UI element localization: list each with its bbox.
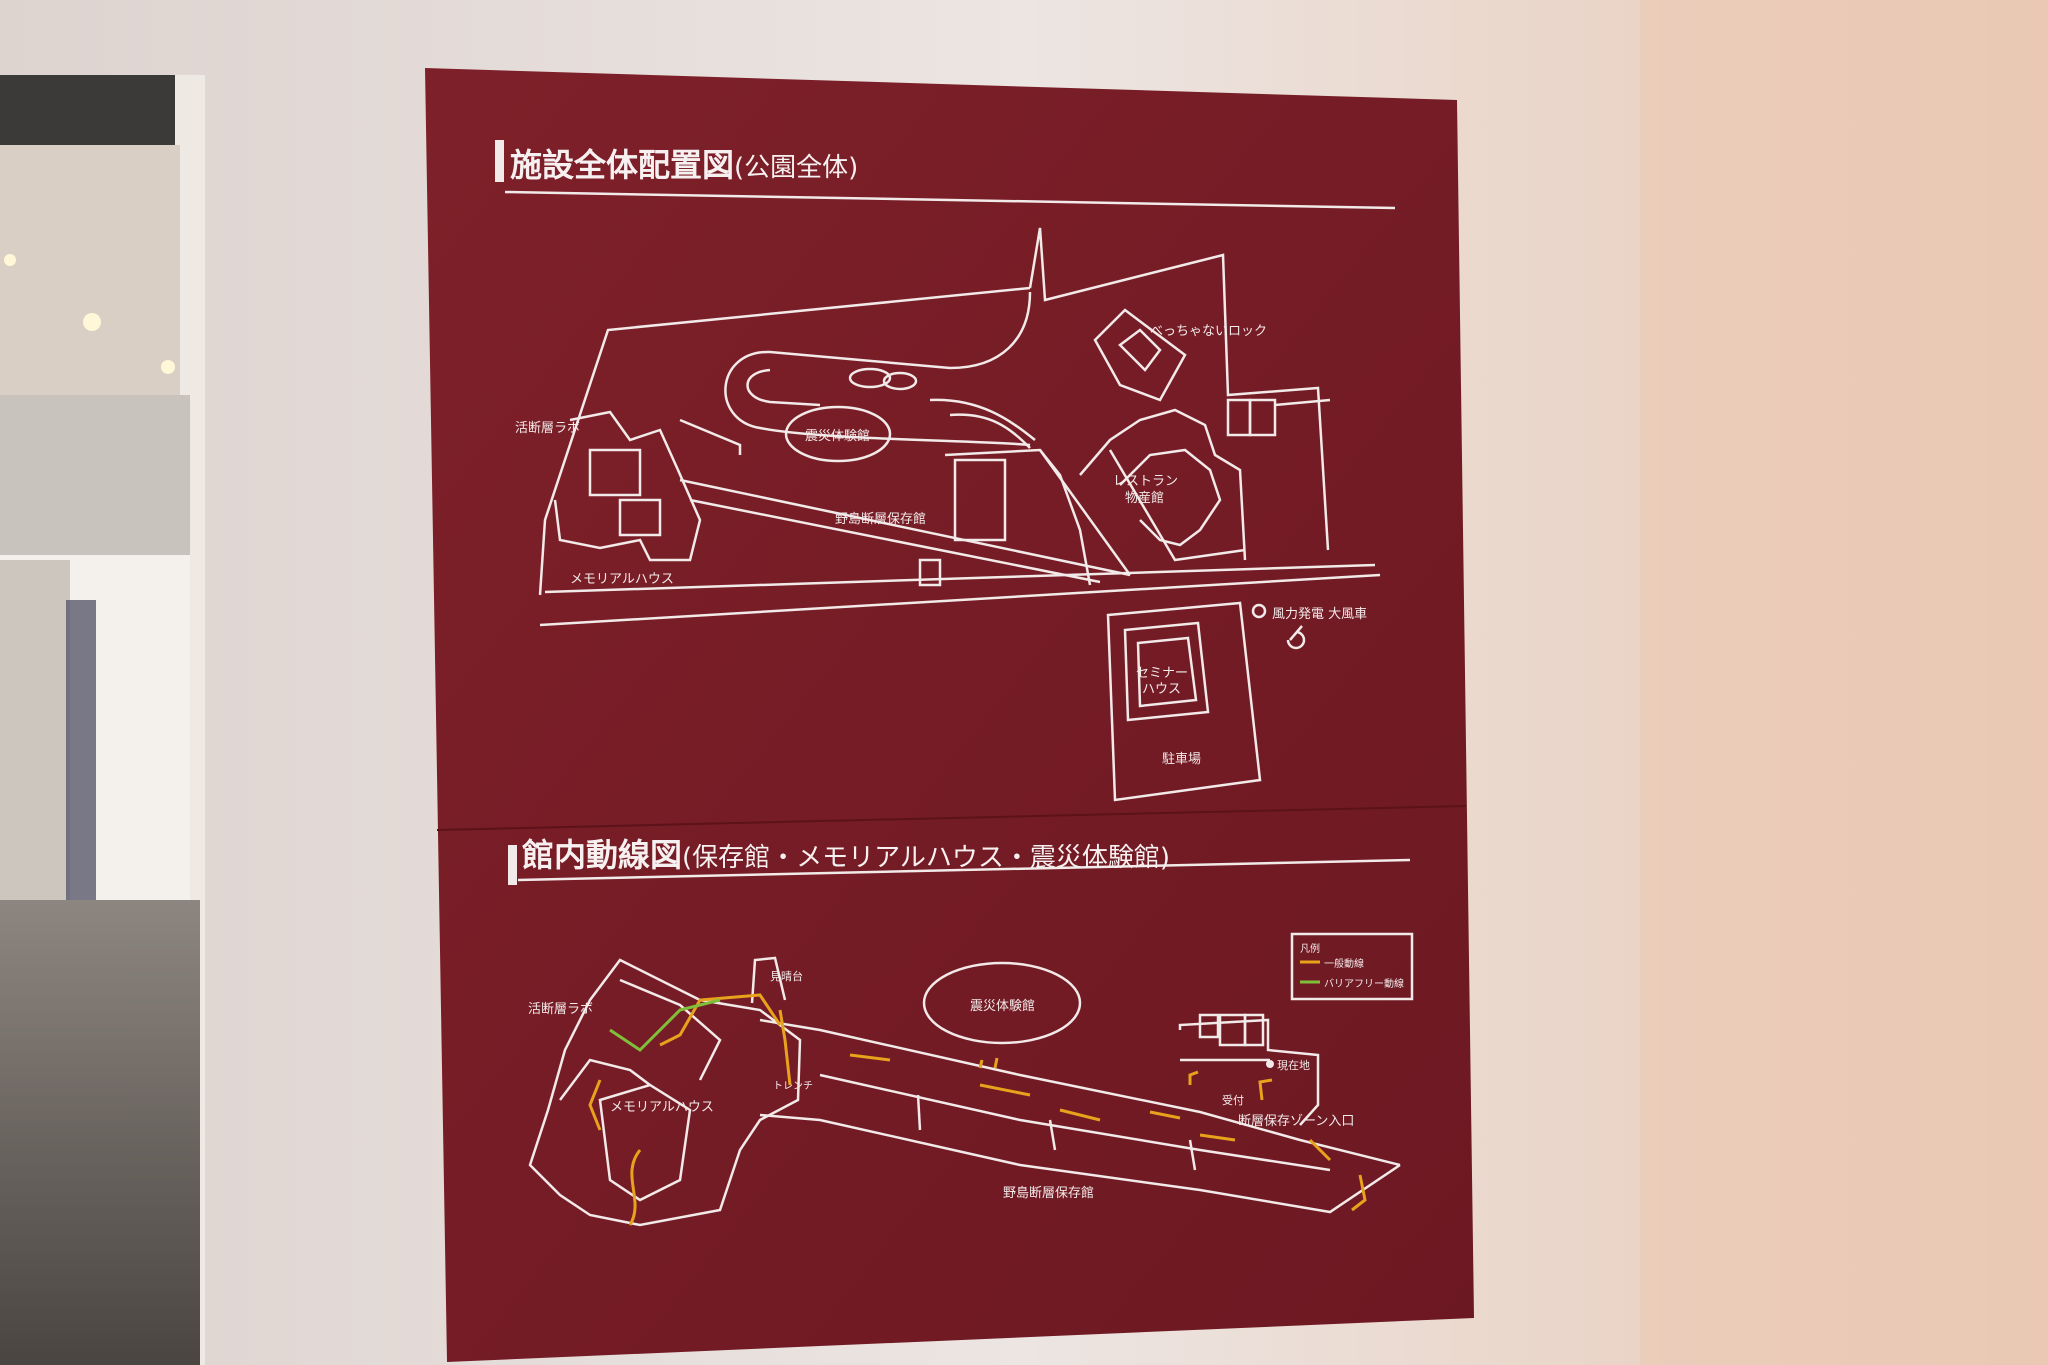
label-parking: 駐車場 (1162, 752, 1202, 767)
site-map-subtitle: (公園全体) (734, 153, 859, 183)
label-trench: トレンチ (773, 1081, 813, 1092)
label-windmill: 風力発電 大風車 (1272, 607, 1368, 622)
label-seminar-2: ハウス (1142, 682, 1182, 697)
label-zone-entrance: 断層保存ゾーン入口 (1238, 1114, 1355, 1129)
label-lookout: 見晴台 (770, 970, 803, 983)
site-map-title-main: 施設全体配置図 (510, 146, 735, 184)
legend-barrier-free: バリアフリー動線 (1324, 979, 1404, 990)
label-current: 現在地 (1277, 1059, 1310, 1072)
road (539, 573, 1381, 627)
route-map-title-main: 館内動線図 (522, 836, 683, 874)
site-quake-hall (784, 405, 892, 463)
sign-board (425, 68, 1474, 1362)
label-rock: べっちゃないロック (1150, 324, 1268, 339)
current-location-dot (1266, 1060, 1274, 1068)
route-lines (588, 960, 1367, 1226)
site-map (495, 140, 1396, 802)
legend-title: 凡例 (1300, 944, 1320, 955)
route-quake-hall (922, 961, 1082, 1045)
route-map-title: 館内動線図(保存館・メモリアルハウス・震災体験館) (522, 830, 1170, 876)
route-map (508, 845, 1414, 1227)
seminar-house (1123, 621, 1210, 722)
legend-general: 一般動線 (1324, 959, 1364, 970)
route-legend-box (1290, 932, 1414, 1001)
route-map-subtitle: (保存館・メモリアルハウス・震災体験館) (682, 843, 1171, 873)
label-fault-museum-route: 野島断層保存館 (1003, 1186, 1095, 1201)
winding-path (724, 291, 1032, 447)
label-memorial-site: メモリアルハウス (570, 572, 674, 587)
label-lab-route: 活断層ラボ (528, 1002, 594, 1017)
label-restaurant-2: 物産館 (1125, 491, 1165, 506)
parking-lot (1106, 601, 1262, 802)
label-quake-hall-site: 震災体験館 (805, 429, 871, 444)
site-map-title: 施設全体配置図(公園全体) (510, 140, 858, 186)
label-seminar-1: セミナー (1136, 666, 1189, 681)
site-boundary (538, 286, 1031, 596)
label-reception: 受付 (1222, 1094, 1244, 1107)
label-memorial-route: メモリアルハウス (610, 1100, 714, 1115)
doorway (0, 75, 205, 1365)
label-restaurant-1: レストラン (1113, 474, 1179, 489)
label-lab-site: 活断層ラボ (515, 421, 581, 436)
wall-edge (1640, 0, 2048, 1365)
board-seam (436, 805, 1467, 831)
label-fault-museum-site: 野島断層保存館 (835, 512, 927, 527)
label-quake-hall-route: 震災体験館 (970, 999, 1036, 1014)
